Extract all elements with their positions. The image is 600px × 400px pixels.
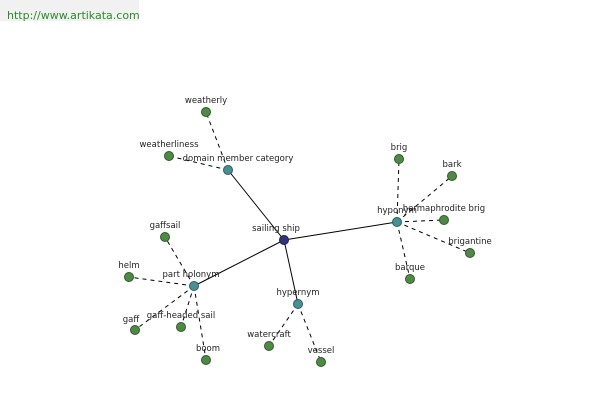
leaf-label-helm: helm <box>118 261 139 271</box>
graph-edges <box>128 111 471 363</box>
leaf-node-gaffsail[interactable] <box>160 232 170 242</box>
leaf-node-brig[interactable] <box>394 154 404 164</box>
edge-part-holonym-gaff-headed-sail <box>180 285 195 328</box>
leaf-node-hermaphrodite-brig[interactable] <box>439 215 449 225</box>
relation-label-hyponym: hyponym <box>377 206 417 216</box>
root-node[interactable] <box>279 235 289 245</box>
relation-node-hypernym[interactable] <box>293 299 303 309</box>
leaf-node-watercraft[interactable] <box>264 341 274 351</box>
graph-nodes <box>124 107 475 367</box>
edge-hyponym-brig <box>396 158 400 223</box>
graph-labels: sailing ship domain member category weathe… <box>118 96 491 356</box>
relation-node-domain-member-category[interactable] <box>223 165 233 175</box>
site-url-link[interactable]: http://www.artikata.com <box>7 9 140 22</box>
leaf-label-vessel: vessel <box>308 346 335 356</box>
leaf-label-gaffsail: gaffsail <box>150 221 181 231</box>
edge-root-hypernym <box>283 239 299 305</box>
edge-root-hyponym <box>283 221 398 241</box>
relation-label-domain-member-category: domain member category <box>183 154 294 164</box>
leaf-label-barque: barque <box>395 263 425 273</box>
edge-hyponym-hermaphrodite-brig <box>396 219 445 223</box>
edge-root-part-holonym <box>193 239 285 287</box>
leaf-node-helm[interactable] <box>124 272 134 282</box>
leaf-node-weatherly[interactable] <box>201 107 211 117</box>
edge-part-holonym-helm <box>128 276 195 287</box>
edge-part-holonym-gaffsail <box>164 236 195 287</box>
url-banner: http://www.artikata.com <box>0 0 140 22</box>
root-node-label: sailing ship <box>252 224 300 234</box>
edge-hyponym-brigantine <box>396 221 471 254</box>
edge-domain-member-category-weatherliness <box>168 155 229 171</box>
leaf-label-weatherly: weatherly <box>185 96 227 106</box>
leaf-label-gaff: gaff <box>123 315 141 325</box>
edge-hypernym-vessel <box>297 303 322 363</box>
leaf-label-watercraft: watercraft <box>247 330 291 340</box>
leaf-node-brigantine[interactable] <box>465 248 475 258</box>
leaf-label-boom: boom <box>196 344 220 354</box>
leaf-label-brig: brig <box>391 143 408 153</box>
leaf-node-vessel[interactable] <box>316 357 326 367</box>
edge-domain-member-category-weatherly <box>205 111 229 171</box>
edge-hypernym-watercraft <box>268 303 299 347</box>
relation-label-part-holonym: part holonym <box>163 270 220 280</box>
leaf-label-gaff-headed-sail: gaff-headed sail <box>147 311 215 321</box>
relation-node-part-holonym[interactable] <box>189 281 199 291</box>
leaf-node-barque[interactable] <box>405 274 415 284</box>
leaf-node-gaff-headed-sail[interactable] <box>176 322 186 332</box>
leaf-node-gaff[interactable] <box>130 325 140 335</box>
leaf-label-brigantine: brigantine <box>448 237 492 247</box>
leaf-node-bark[interactable] <box>447 171 457 181</box>
relation-label-hypernym: hypernym <box>276 288 319 298</box>
edge-part-holonym-gaff <box>134 285 195 331</box>
leaf-label-weatherliness: weatherliness <box>139 140 199 150</box>
edge-hyponym-barque <box>396 221 411 280</box>
leaf-label-bark: bark <box>442 160 461 170</box>
relation-node-hyponym[interactable] <box>392 217 402 227</box>
edge-root-domain-member-category <box>227 169 285 241</box>
edge-hyponym-bark <box>396 175 453 223</box>
leaf-node-weatherliness[interactable] <box>164 151 174 161</box>
leaf-node-boom[interactable] <box>201 355 211 365</box>
leaf-label-hermaphrodite-brig: hermaphrodite brig <box>403 204 485 214</box>
